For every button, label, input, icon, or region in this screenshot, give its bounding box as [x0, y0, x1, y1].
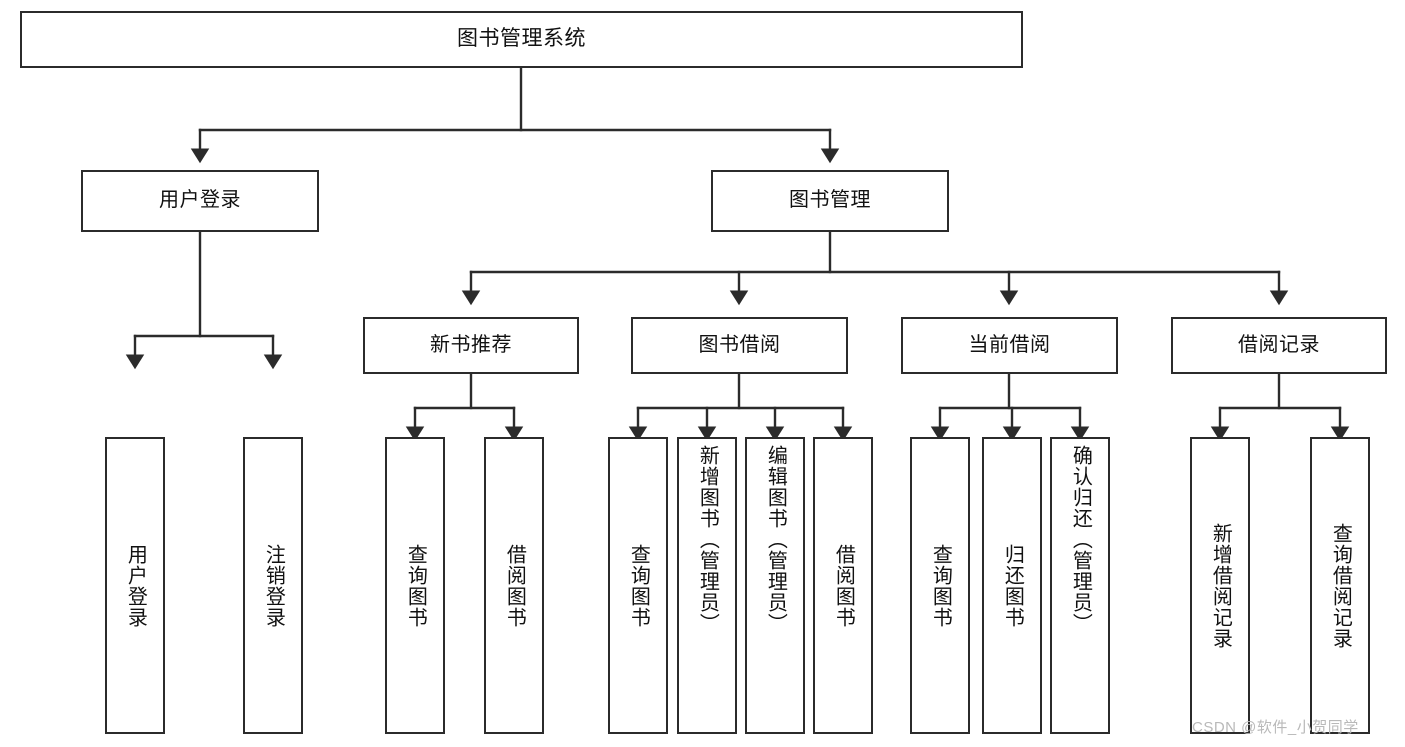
node-root[interactable]: 图书管理系统 [20, 11, 1023, 68]
node-leaf-borrow-book-rec[interactable]: 借阅图书 [484, 437, 544, 734]
node-leaf-logout-login[interactable]: 注销登录 [243, 437, 303, 734]
node-leaf-borrow-book-rec-label: 借阅图书 [503, 543, 526, 628]
node-leaf-borrow-book[interactable]: 借阅图书 [813, 437, 873, 734]
node-leaf-confirm-return-admin[interactable]: 确认归还（管理员） [1050, 437, 1110, 734]
edge-lines [125, 66, 1350, 442]
node-leaf-query-borrow-record-label: 查询借阅记录 [1329, 522, 1352, 649]
node-leaf-add-borrow-record[interactable]: 新增借阅记录 [1190, 437, 1250, 734]
node-current-borrow[interactable]: 当前借阅 [901, 317, 1118, 374]
watermark: CSDN @软件_小贺同学 [1192, 719, 1359, 736]
node-book-borrow[interactable]: 图书借阅 [631, 317, 848, 374]
node-new-book-recommend[interactable]: 新书推荐 [363, 317, 579, 374]
node-leaf-confirm-return-admin-label: 确认归还（管理员） [1069, 445, 1092, 634]
node-book-manage-label: 图书管理 [789, 189, 871, 212]
node-leaf-edit-book-admin-label: 编辑图书（管理员） [764, 445, 787, 634]
node-leaf-logout-login-label: 注销登录 [262, 543, 285, 628]
node-borrow-record[interactable]: 借阅记录 [1171, 317, 1387, 374]
node-leaf-user-login-label: 用户登录 [124, 543, 147, 628]
node-new-book-recommend-label: 新书推荐 [430, 333, 512, 356]
node-root-label: 图书管理系统 [457, 27, 586, 51]
node-leaf-query-book-current-label: 查询图书 [929, 543, 952, 628]
node-leaf-return-book[interactable]: 归还图书 [982, 437, 1042, 734]
node-leaf-add-book-admin[interactable]: 新增图书（管理员） [677, 437, 737, 734]
node-user-login[interactable]: 用户登录 [81, 170, 319, 232]
node-borrow-record-label: 借阅记录 [1238, 333, 1320, 356]
node-user-login-label: 用户登录 [159, 189, 241, 212]
node-leaf-query-book-rec[interactable]: 查询图书 [385, 437, 445, 734]
node-leaf-query-book-borrow[interactable]: 查询图书 [608, 437, 668, 734]
node-book-borrow-label: 图书借阅 [698, 333, 781, 356]
node-leaf-return-book-label: 归还图书 [1001, 543, 1024, 628]
node-leaf-query-borrow-record[interactable]: 查询借阅记录 [1310, 437, 1370, 734]
node-leaf-query-book-borrow-label: 查询图书 [627, 543, 650, 628]
node-leaf-query-book-rec-label: 查询图书 [404, 543, 427, 628]
node-leaf-add-borrow-record-label: 新增借阅记录 [1209, 522, 1232, 649]
node-book-manage[interactable]: 图书管理 [711, 170, 949, 232]
node-current-borrow-label: 当前借阅 [968, 333, 1051, 356]
node-leaf-query-book-current[interactable]: 查询图书 [910, 437, 970, 734]
node-leaf-borrow-book-label: 借阅图书 [832, 543, 855, 628]
node-leaf-user-login[interactable]: 用户登录 [105, 437, 165, 734]
node-leaf-edit-book-admin[interactable]: 编辑图书（管理员） [745, 437, 805, 734]
node-leaf-add-book-admin-label: 新增图书（管理员） [696, 445, 719, 634]
